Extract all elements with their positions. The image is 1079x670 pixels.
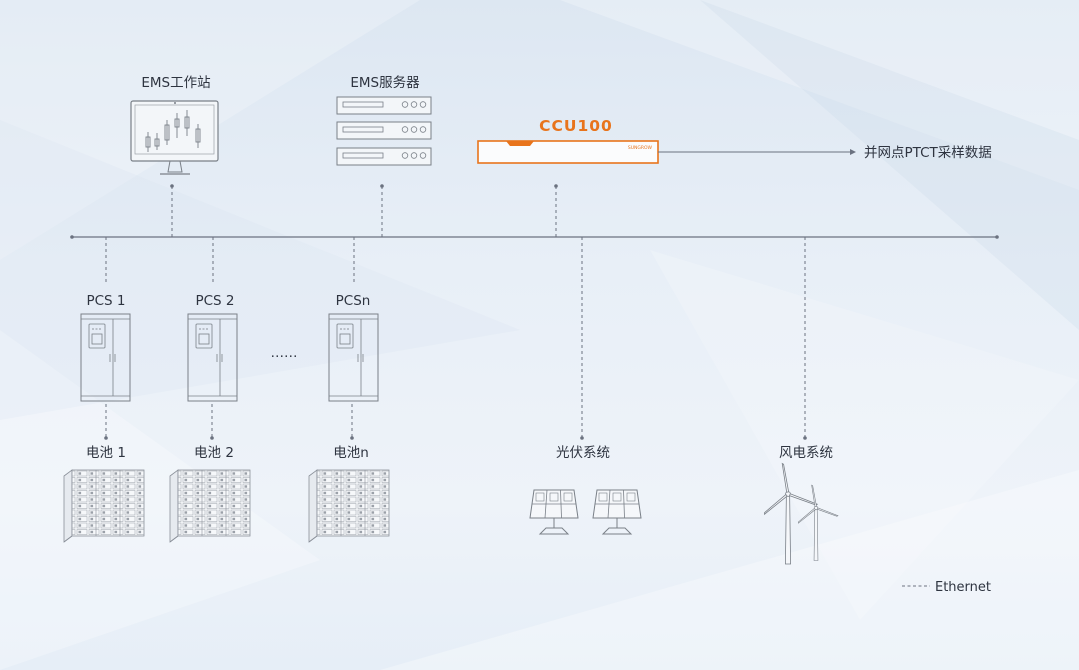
grid-point-arrow (658, 149, 856, 155)
solar-panel-icon (529, 489, 642, 535)
batteryn-rack-icon (308, 469, 390, 543)
ethernet-links (105, 186, 806, 438)
pcsn-cabinet-icon (328, 313, 379, 402)
link-endpoints (104, 184, 807, 440)
batteryn-label: 电池n (333, 445, 369, 461)
ems-workstation-label: EMS工作站 (141, 75, 210, 91)
ccu-device: SUNGROW (477, 140, 659, 164)
battery1-label: 电池 1 (86, 445, 126, 461)
ethernet-bus (70, 235, 999, 239)
pcs-ellipsis: …… (271, 345, 298, 361)
pcs1-cabinet-icon (80, 313, 131, 402)
pcs2-cabinet-icon (187, 313, 238, 402)
ccu-title: CCU100 (539, 117, 613, 135)
monitor-icon (130, 100, 219, 175)
pcs2-label: PCS 2 (195, 293, 234, 309)
server-icon (336, 96, 432, 166)
legend: Ethernet (902, 580, 991, 595)
legend-ethernet-label: Ethernet (935, 580, 991, 595)
pcs1-label: PCS 1 (86, 293, 125, 309)
ccu-brand-text: SUNGROW (628, 145, 653, 151)
battery1-rack-icon (63, 469, 145, 543)
battery2-label: 电池 2 (194, 445, 234, 461)
pcsn-label: PCSn (336, 293, 371, 309)
pv-system-label: 光伏系统 (556, 445, 610, 461)
grid-point-label: 并网点PTCT采样数据 (864, 145, 992, 161)
wind-system-label: 风电系统 (779, 445, 833, 461)
ems-server-label: EMS服务器 (350, 75, 420, 91)
battery2-rack-icon (169, 469, 251, 543)
wind-turbine-icon (763, 462, 839, 565)
